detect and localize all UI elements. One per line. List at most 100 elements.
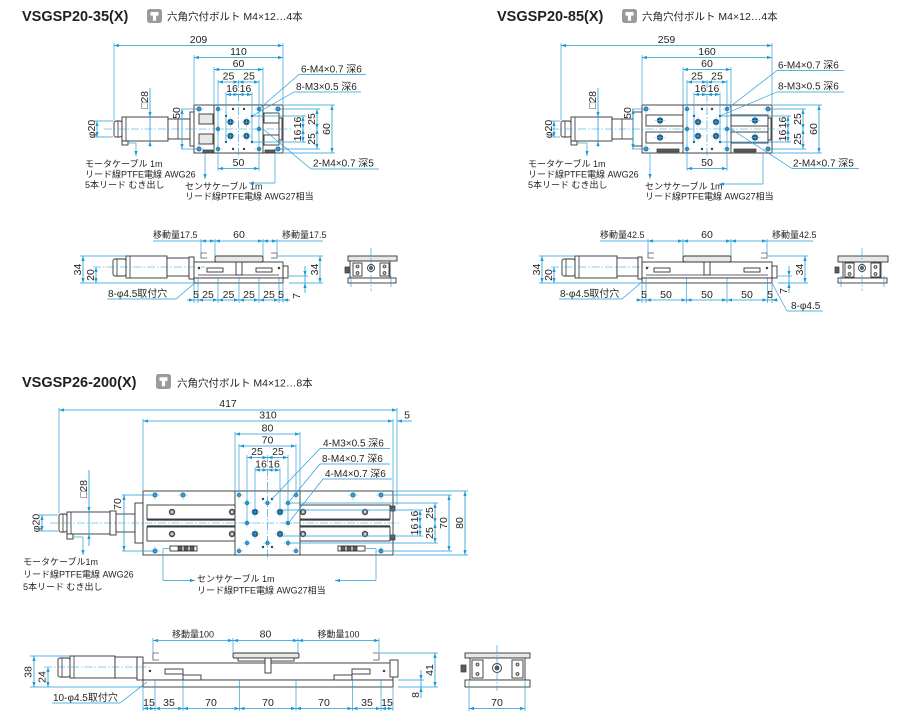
dimension-value: 50 <box>233 157 245 169</box>
motor-cable-connector <box>121 140 129 146</box>
dimension-value: 70 <box>205 697 217 709</box>
guide-block <box>471 659 484 679</box>
arrowhead <box>259 298 264 302</box>
dimension-value: 16 <box>409 524 421 536</box>
arrowhead <box>40 526 44 531</box>
dimension-value: 50 <box>701 289 713 301</box>
arrowhead <box>801 144 805 149</box>
hex-socket-bolt-icon <box>147 9 162 23</box>
dim-center-hole-pitch-x: 16 16 <box>225 83 253 143</box>
arrowhead <box>46 667 50 672</box>
counterbored-hole <box>249 528 261 540</box>
callout-text: 4-M3×0.5 深6 <box>323 438 384 450</box>
arrowhead <box>683 67 688 72</box>
arrowhead <box>318 256 322 261</box>
travel-limit-phantom <box>152 652 159 661</box>
end-view-base <box>837 277 888 284</box>
arrowhead <box>817 105 821 110</box>
dim-table-hole-pitch-y: 25 25 <box>769 108 806 150</box>
rail-bolt <box>361 508 369 516</box>
arrowhead <box>249 181 254 185</box>
dimension-value: 70 <box>112 498 124 510</box>
arrowhead <box>190 578 195 583</box>
bolt-pattern <box>355 264 387 275</box>
tapped-hole <box>234 546 244 556</box>
mounting-holes-note: 10-φ4.5取付穴 <box>52 681 148 704</box>
callout-text: 2-M4×0.7 深5 <box>793 158 854 170</box>
travel-label: 移動量100 <box>172 629 214 640</box>
dimension-value: 60 <box>233 229 245 241</box>
dimension-value: 16 <box>255 459 267 471</box>
arrowhead <box>687 80 692 84</box>
arrowhead <box>433 518 437 523</box>
travel-limit-phantom <box>200 252 207 259</box>
arrowhead <box>198 298 203 302</box>
motor-bracket <box>136 656 144 681</box>
small-tapped-hole <box>242 147 246 151</box>
arrowhead <box>315 129 319 134</box>
sensor-connector <box>344 266 350 274</box>
hex-socket <box>848 266 851 268</box>
arrowhead <box>254 298 259 302</box>
dimension-value: 60 <box>701 58 713 70</box>
callout-m3-tapped-holes: 8-M3×0.5 深6 <box>719 81 844 117</box>
hole-mark <box>710 147 714 151</box>
dimension-value: 16 <box>292 130 304 142</box>
counterbored-hole <box>241 116 252 128</box>
dimension-value: 60 <box>233 58 245 70</box>
dimension-value: 25 <box>223 71 235 83</box>
hole-mark <box>231 147 235 151</box>
screw-mark <box>382 669 386 673</box>
leader-line <box>287 463 321 504</box>
cable-note-line: センサケーブル 1m <box>185 181 262 192</box>
guide-bolt <box>873 272 878 276</box>
arrowhead <box>637 298 642 302</box>
arrowhead <box>719 182 724 186</box>
mounting-hole <box>763 144 773 154</box>
dim-motor-axis-height: 24 <box>37 667 50 687</box>
guide-block <box>255 267 273 273</box>
mounting-holes-note: 8-φ4.5取付穴 <box>107 281 197 300</box>
dimension-value: 25 <box>424 527 436 539</box>
arrowhead <box>46 682 50 687</box>
arrowhead <box>715 92 720 97</box>
dimension-value: φ20 <box>86 120 98 139</box>
dim-base-thickness: 7 <box>289 266 308 299</box>
dimension-value: 34 <box>72 264 84 276</box>
dimension-value: 50 <box>660 289 672 301</box>
model-title: VSGSP20-35(X) <box>22 9 129 25</box>
dimension-value: 160 <box>698 46 716 58</box>
arrowhead <box>787 283 791 288</box>
dimension-value: 25 <box>691 71 703 83</box>
dim-table-length: 60 <box>682 58 732 104</box>
model-title: VSGSP20-85(X) <box>497 9 604 25</box>
guide-block <box>198 133 214 145</box>
arrowhead <box>94 267 98 272</box>
cable-note-line: リード線PTFE電線 AWG27相当 <box>645 191 774 202</box>
sensor-cable-note: センサケーブル 1m リード線PTFE電線 AWG27相当 <box>162 548 377 596</box>
arrowhead <box>228 638 233 643</box>
arrowhead <box>263 239 268 243</box>
dim-motor-square: □28 <box>78 470 91 546</box>
arrowhead <box>301 137 305 142</box>
arrowhead <box>552 121 556 126</box>
counterbored-hole <box>749 132 761 143</box>
arrowhead <box>203 174 207 179</box>
dim-bottom-hole-pitch-x: 50 <box>218 157 259 171</box>
dimension-value: 310 <box>259 410 277 422</box>
arrowhead <box>347 706 353 711</box>
dim-overall-length: 417 <box>58 398 398 513</box>
callout-text: 8-φ4.5取付穴 <box>560 287 619 300</box>
arrowhead <box>81 550 85 555</box>
dimension-value: 7 <box>778 288 790 294</box>
guide-block <box>511 659 524 679</box>
mounting-holes-note-right: 8-φ4.5 <box>771 282 823 312</box>
arrowhead <box>255 468 260 472</box>
sensor-cable-note: センサケーブル 1m リード線PTFE電線 AWG27相当 <box>185 153 314 202</box>
end-view: 70 <box>460 645 531 711</box>
arrowhead <box>234 298 239 302</box>
arrowhead <box>95 132 99 137</box>
rail-bolt <box>228 530 236 538</box>
guide-bolt <box>382 271 387 275</box>
dimension-value: 50 <box>741 289 753 301</box>
